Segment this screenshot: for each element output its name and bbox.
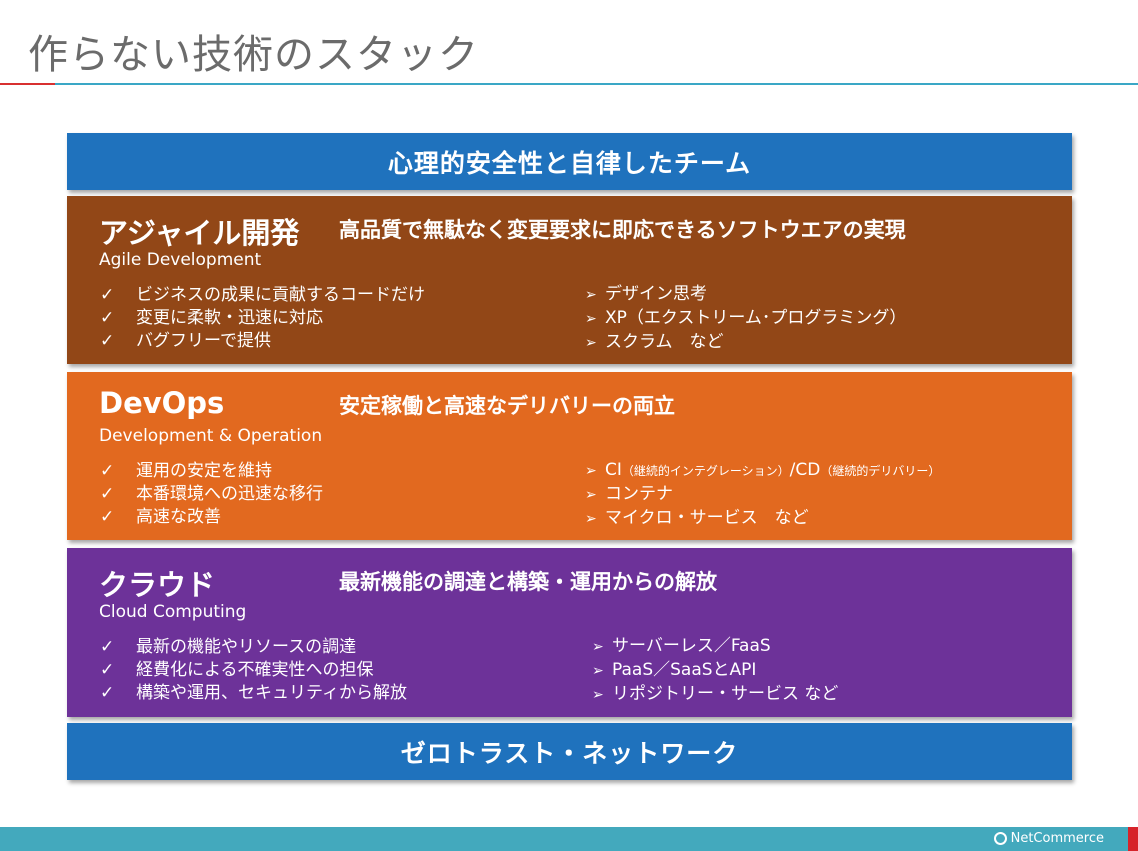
- section-devops-subtitle: Development & Operation: [99, 426, 323, 446]
- list-item: ➢CI（継続的インテグレーション）/CD（継続的デリバリー）: [585, 459, 940, 483]
- page-title: 作らない技術のスタック: [28, 32, 479, 78]
- check-icon: ✓: [100, 683, 115, 703]
- top-band-label: 心理的安全性と自律したチーム: [387, 148, 752, 178]
- list-item: ✓本番環境への迅速な移行: [100, 484, 323, 504]
- check-icon: ✓: [100, 484, 115, 504]
- top-band: 心理的安全性と自律したチーム: [67, 133, 1072, 190]
- check-icon: ✓: [100, 637, 115, 657]
- list-item: ✓最新の機能やリソースの調達: [100, 637, 357, 657]
- section-cloud: クラウド 最新機能の調達と構築・運用からの解放 Cloud Computing …: [67, 548, 1072, 717]
- section-devops: DevOps 安定稼働と高速なデリバリーの両立 Development & Op…: [67, 372, 1072, 540]
- list-item: ✓バグフリーで提供: [100, 331, 271, 351]
- section-cloud-methods: ➢サーバーレス／FaaS ➢PaaS／SaaSとAPI ➢リポジトリー・サービス…: [592, 635, 838, 707]
- check-icon: ✓: [100, 507, 115, 527]
- arrow-bullet-icon: ➢: [585, 335, 597, 351]
- arrow-bullet-icon: ➢: [592, 639, 604, 655]
- section-devops-methods: ➢CI（継続的インテグレーション）/CD（継続的デリバリー） ➢コンテナ ➢マイ…: [585, 459, 940, 531]
- section-cloud-goals: ✓最新の機能やリソースの調達 ✓経費化による不確実性への担保 ✓構築や運用、セキ…: [100, 636, 407, 705]
- list-item: ➢スクラム など: [585, 331, 906, 355]
- section-devops-tagline: 安定稼働と高速なデリバリーの両立: [339, 394, 675, 418]
- list-item: ✓変更に柔軟・迅速に対応: [100, 308, 323, 328]
- title-divider-accent: [0, 83, 55, 85]
- bottom-band-label: ゼロトラスト・ネットワーク: [400, 738, 739, 768]
- arrow-bullet-icon: ➢: [585, 463, 597, 479]
- list-item: ➢マイクロ・サービス など: [585, 507, 940, 531]
- list-item: ✓経費化による不確実性への担保: [100, 660, 374, 680]
- arrow-bullet-icon: ➢: [592, 663, 604, 679]
- check-icon: ✓: [100, 331, 115, 351]
- arrow-bullet-icon: ➢: [585, 311, 597, 327]
- section-devops-goals: ✓運用の安定を維持 ✓本番環境への迅速な移行 ✓高速な改善: [100, 460, 323, 529]
- footer-bar: [0, 827, 1128, 851]
- list-item: ✓構築や運用、セキュリティから解放: [100, 683, 407, 703]
- section-agile: アジャイル開発 高品質で無駄なく変更要求に即応できるソフトウエアの実現 Agil…: [67, 196, 1072, 364]
- logo-globe-icon: [993, 832, 1007, 845]
- arrow-bullet-icon: ➢: [585, 487, 597, 503]
- section-devops-name: DevOps: [99, 386, 225, 420]
- list-item: ✓高速な改善: [100, 507, 221, 527]
- arrow-bullet-icon: ➢: [585, 511, 597, 527]
- footer-accent: [1128, 827, 1138, 851]
- title-divider: [0, 83, 1138, 85]
- section-cloud-tagline: 最新機能の調達と構築・運用からの解放: [339, 570, 717, 594]
- list-item: ✓運用の安定を維持: [100, 461, 272, 481]
- arrow-bullet-icon: ➢: [585, 287, 597, 303]
- check-icon: ✓: [100, 285, 115, 305]
- check-icon: ✓: [100, 308, 115, 328]
- section-agile-name: アジャイル開発: [99, 216, 300, 250]
- check-icon: ✓: [100, 660, 115, 680]
- section-cloud-subtitle: Cloud Computing: [99, 602, 247, 622]
- list-item: ➢サーバーレス／FaaS: [592, 635, 838, 659]
- logo-text: NetCommerce: [1010, 831, 1104, 846]
- list-item: ➢XP（エクストリーム･プログラミング）: [585, 307, 906, 331]
- list-item: ✓ビジネスの成果に貢献するコードだけ: [100, 285, 425, 305]
- list-item: ➢リポジトリー・サービス など: [592, 683, 838, 707]
- section-cloud-name: クラウド: [99, 568, 216, 602]
- netcommerce-logo: NetCommerce: [993, 831, 1104, 846]
- list-item: ➢PaaS／SaaSとAPI: [592, 659, 838, 683]
- section-agile-tagline: 高品質で無駄なく変更要求に即応できるソフトウエアの実現: [339, 218, 906, 242]
- check-icon: ✓: [100, 461, 115, 481]
- section-agile-subtitle: Agile Development: [99, 250, 262, 270]
- section-agile-methods: ➢デザイン思考 ➢XP（エクストリーム･プログラミング） ➢スクラム など: [585, 283, 906, 355]
- list-item: ➢デザイン思考: [585, 283, 906, 307]
- list-item: ➢コンテナ: [585, 483, 940, 507]
- bottom-band: ゼロトラスト・ネットワーク: [67, 723, 1072, 780]
- section-agile-goals: ✓ビジネスの成果に貢献するコードだけ ✓変更に柔軟・迅速に対応 ✓バグフリーで提…: [100, 284, 425, 353]
- arrow-bullet-icon: ➢: [592, 687, 604, 703]
